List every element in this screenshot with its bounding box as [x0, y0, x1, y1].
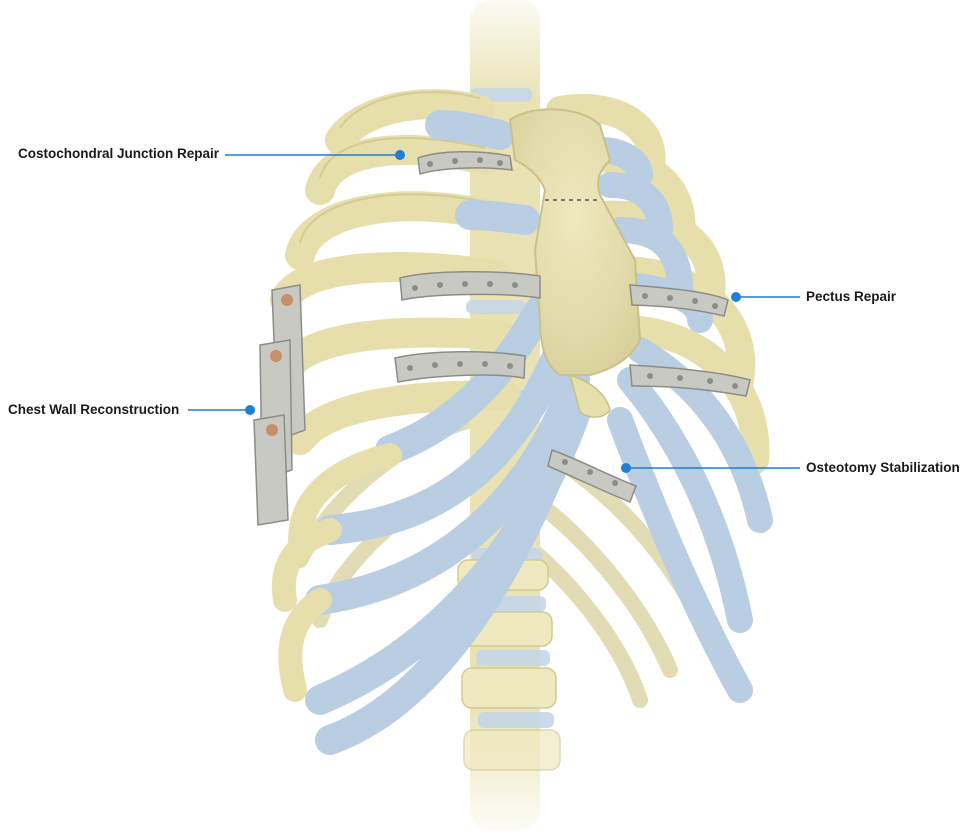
label-chest-wall-reconstruction: Chest Wall Reconstruction — [8, 402, 180, 417]
label-osteotomy-stabilization: Osteotomy Stabilization — [806, 460, 960, 475]
fixation-plate — [253, 151, 751, 526]
label-costochondral-junction-repair: Costochondral Junction Repair — [18, 146, 220, 161]
callout-dot — [245, 150, 741, 473]
callout-leaders — [188, 154, 800, 469]
sternum — [508, 108, 642, 418]
screw-holes — [266, 157, 738, 486]
costal-cartilage-left — [305, 110, 595, 755]
label-pectus-repair: Pectus Repair — [806, 289, 897, 304]
